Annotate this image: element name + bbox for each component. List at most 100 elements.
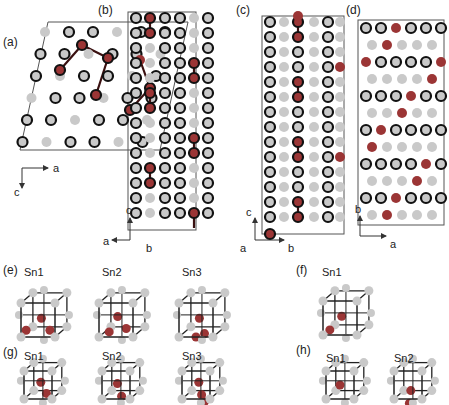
- atom: [175, 103, 185, 113]
- atom: [412, 176, 422, 186]
- cube-edge: [212, 303, 214, 337]
- atom: [215, 358, 224, 367]
- atom: [62, 322, 71, 331]
- atom: [131, 163, 141, 173]
- atom: [322, 367, 331, 376]
- cube-edge: [33, 292, 67, 293]
- axis-or-site-label: c: [14, 186, 20, 198]
- atom: [20, 395, 29, 404]
- atom: [293, 47, 303, 57]
- atom: [135, 358, 144, 367]
- atom: [219, 377, 227, 385]
- atom: [323, 167, 333, 177]
- atom: [412, 210, 422, 220]
- atom: [427, 142, 437, 152]
- atom: [364, 286, 373, 295]
- atom: [406, 193, 416, 203]
- axis-or-site-label: b: [146, 242, 152, 254]
- atom: [145, 103, 155, 113]
- cube-edge: [322, 301, 324, 335]
- atom: [103, 53, 113, 63]
- cube-edge: [99, 302, 133, 304]
- atom: [160, 88, 170, 98]
- cube-edge: [98, 303, 100, 337]
- atom: [160, 208, 170, 218]
- atom: [406, 125, 416, 135]
- cube-edge: [99, 336, 133, 338]
- atom: [390, 367, 399, 376]
- atom: [323, 17, 333, 27]
- atom: [309, 152, 319, 162]
- atom: [31, 71, 41, 81]
- axis-or-site-label: Sn1: [24, 266, 44, 278]
- axis-or-site-label: a: [390, 238, 396, 250]
- atom: [323, 137, 333, 147]
- atom: [189, 13, 199, 23]
- atom: [391, 125, 401, 135]
- atom: [209, 333, 218, 342]
- atom: [160, 148, 170, 158]
- atom: [382, 176, 392, 186]
- atom: [46, 115, 56, 125]
- atom: [335, 32, 345, 42]
- atom: [421, 57, 431, 67]
- atom: [79, 71, 89, 81]
- cube-edge: [356, 301, 358, 335]
- atom: [390, 395, 399, 404]
- atom: [61, 377, 69, 385]
- atom: [265, 212, 275, 222]
- atom: [203, 103, 213, 113]
- atom: [17, 299, 26, 308]
- atom: [160, 43, 170, 53]
- cube-edge: [335, 324, 369, 325]
- atom: [376, 57, 386, 67]
- atom: [309, 182, 319, 192]
- atom: [40, 27, 50, 37]
- atom: [323, 47, 333, 57]
- atom: [335, 17, 345, 27]
- atom: [189, 118, 199, 128]
- atom: [131, 13, 141, 23]
- atom: [265, 92, 275, 102]
- panel-label: (g): [3, 346, 18, 358]
- atom: [60, 49, 70, 59]
- atom: [145, 118, 155, 128]
- atom: [131, 148, 141, 158]
- atom: [361, 193, 371, 203]
- atom: [175, 193, 185, 203]
- atom: [18, 137, 28, 147]
- atom: [293, 32, 303, 42]
- atom: [178, 367, 187, 376]
- atom: [335, 107, 345, 117]
- atom: [186, 288, 195, 297]
- atom: [293, 77, 303, 87]
- atom: [209, 299, 218, 308]
- atom: [187, 386, 196, 395]
- atom: [367, 108, 377, 118]
- atom: [145, 193, 155, 203]
- atom: [160, 163, 170, 173]
- axis-or-site-label: Sn1: [326, 352, 346, 364]
- atom: [98, 395, 107, 404]
- atom: [323, 197, 333, 207]
- atom: [265, 17, 275, 27]
- atom: [406, 23, 416, 33]
- atom: [418, 367, 427, 376]
- atom: [293, 11, 303, 21]
- atom: [309, 62, 319, 72]
- atom: [160, 178, 170, 188]
- atom: [51, 93, 61, 103]
- atom: [98, 367, 107, 376]
- atom: [397, 74, 407, 84]
- atom: [203, 118, 213, 128]
- atom: [391, 91, 401, 101]
- atom: [436, 57, 446, 67]
- atom: [265, 107, 275, 117]
- atom: [145, 28, 155, 38]
- atom: [382, 142, 392, 152]
- atom: [36, 49, 46, 59]
- atom: [95, 299, 104, 308]
- cube-edge: [191, 326, 225, 327]
- atom: [175, 333, 184, 342]
